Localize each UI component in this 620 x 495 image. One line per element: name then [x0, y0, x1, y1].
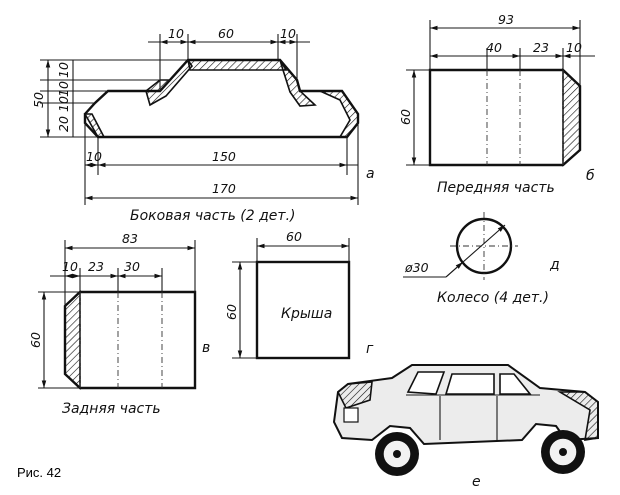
side-dim-bottom-mid: 150	[212, 149, 236, 164]
side-dim-top-mid: 60	[218, 26, 234, 41]
rear-dim-height: 60	[28, 332, 43, 348]
car-window-middle	[444, 373, 495, 395]
side-caption: Боковая часть (2 дет.)	[130, 208, 295, 224]
car-window-front	[406, 371, 446, 395]
side-dim-bottom-total: 170	[212, 181, 236, 196]
car-front-wheel	[375, 432, 419, 476]
front-part-drawing: 93 40 23 10 60 б Передняя часть	[398, 12, 595, 196]
roof-drawing: 60 60 Крыша г	[224, 229, 374, 360]
wheel-dim: ø30	[404, 260, 429, 275]
side-part-hatch-front-lower	[83, 113, 106, 138]
roof-label: Крыша	[281, 306, 332, 322]
rear-part-outline	[63, 290, 197, 390]
front-dim-b: 23	[533, 40, 549, 55]
front-caption: Передняя часть	[437, 180, 555, 196]
rear-part-hatch	[64, 290, 81, 390]
side-part-hatch-pillar-left	[144, 58, 194, 107]
front-dim-total: 93	[498, 12, 514, 27]
side-dim-bottom-small: 10	[86, 149, 102, 164]
front-dim-c: 10	[566, 40, 582, 55]
side-dim-top-right: 10	[280, 26, 296, 41]
front-letter: б	[586, 168, 595, 184]
side-part-outline	[83, 58, 360, 139]
rear-dim-c: 30	[124, 259, 140, 274]
side-dim-left-b: 10	[56, 81, 71, 97]
figure-label: Рис. 42	[17, 465, 61, 480]
side-dim-left-a: 10	[56, 62, 71, 78]
side-dim-top-left: 10	[168, 26, 184, 41]
front-dim-a: 40	[486, 40, 502, 55]
rear-dim-b: 23	[88, 259, 104, 274]
front-dim-height: 60	[398, 109, 413, 125]
car-side-hatch	[557, 391, 599, 441]
wheel-drawing: ø30 д Колесо (4 дет.)	[403, 212, 560, 306]
side-dim-left-d: 20	[56, 116, 71, 132]
assembled-car-illustration: е	[332, 364, 599, 490]
assembled-letter: е	[472, 474, 481, 490]
roof-letter: г	[366, 341, 374, 357]
rear-part-drawing: 83 10 23 30 60 в Задняя часть	[28, 231, 210, 417]
roof-dim-width: 60	[286, 229, 302, 244]
front-part-hatch	[562, 68, 581, 167]
side-part-drawing: 10 60 10 50 10 10 10 20 10 150 170 а Бок…	[31, 26, 375, 224]
side-letter: а	[366, 166, 375, 182]
car-window-rear	[499, 373, 532, 395]
side-dim-left-total: 50	[31, 92, 46, 108]
side-part-hatch-pillar-right	[279, 59, 317, 107]
side-dim-left-c: 10	[56, 96, 71, 112]
rear-dim-total: 83	[122, 231, 138, 246]
wheel-letter: д	[549, 257, 560, 273]
car-front-hatch	[336, 381, 373, 409]
car-grille	[343, 407, 359, 423]
side-part-hatch-right	[319, 90, 359, 138]
rear-caption: Задняя часть	[62, 401, 161, 417]
car-rear-wheel	[541, 430, 585, 474]
rear-letter: в	[202, 340, 210, 356]
roof-outline	[255, 260, 351, 360]
wheel-caption: Колесо (4 дет.)	[437, 290, 549, 306]
roof-dim-height: 60	[224, 304, 239, 320]
front-part-outline	[428, 68, 582, 167]
rear-dim-a: 10	[62, 259, 78, 274]
side-part-hatch-top	[187, 59, 288, 71]
